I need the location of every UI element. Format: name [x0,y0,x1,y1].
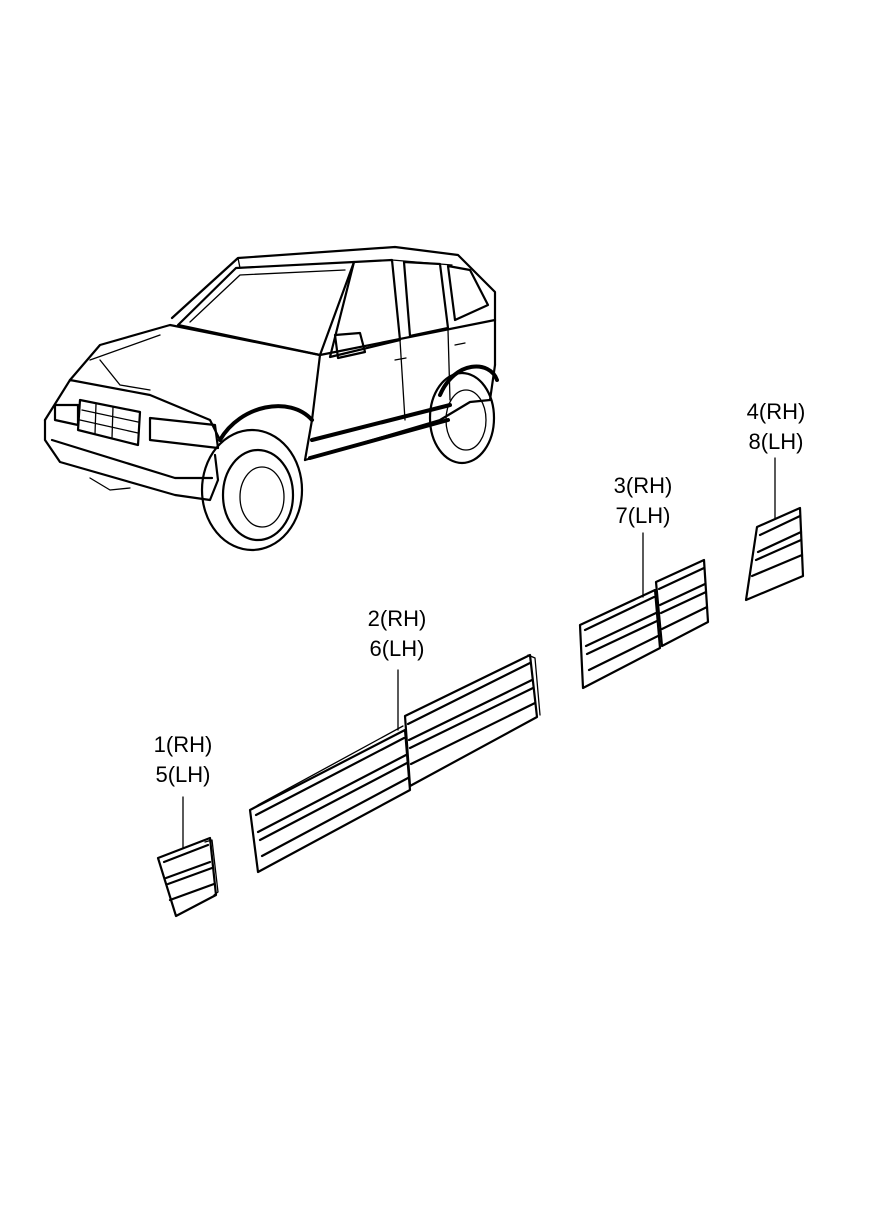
vehicle-illustration [43,245,499,552]
molding-part-3-7-rear [654,558,710,648]
callout-part-3-7: 3(RH) 7(LH) [614,471,673,531]
molding-part-2-6-rear [403,653,541,788]
callout-part-1-5: 1(RH) 5(LH) [154,730,213,790]
molding-part-2-6 [248,725,412,874]
callout-part-2-6-rh: 2(RH) [367,606,427,631]
callout-part-2-6-lh: 6(LH) [369,636,425,661]
callout-part-3-7-rh: 3(RH) [613,473,673,498]
callout-part-2-6: 2(RH) 6(LH) [368,604,427,664]
callout-part-1-5-rh: 1(RH) [153,732,213,757]
callout-part-1-5-lh: 5(LH) [155,762,211,787]
molding-part-3-7 [578,588,662,690]
callout-part-4-8-lh: 8(LH) [748,429,804,454]
molding-part-1-5 [156,836,219,918]
callout-part-3-7-lh: 7(LH) [615,503,671,528]
molding-part-4-8 [744,506,805,602]
callout-part-4-8-rh: 4(RH) [746,399,806,424]
callout-part-4-8: 4(RH) 8(LH) [747,397,806,457]
